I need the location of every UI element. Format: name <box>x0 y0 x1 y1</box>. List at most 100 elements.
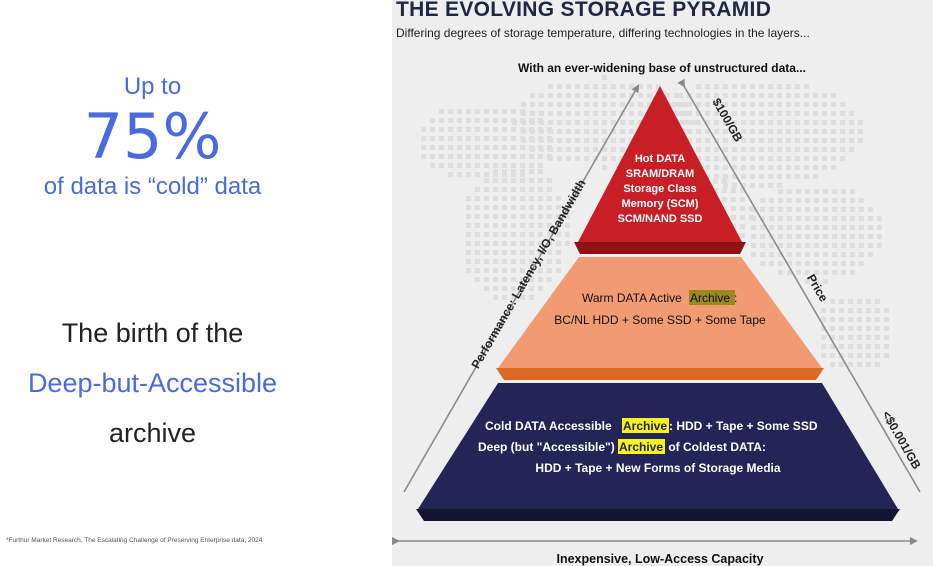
map-dot <box>732 156 737 161</box>
map-dot <box>448 172 453 177</box>
map-dot <box>620 129 625 134</box>
map-dot <box>511 232 516 237</box>
stat-suffix: of data is “cold” data <box>43 173 262 200</box>
map-dot <box>723 183 728 188</box>
map-dot <box>714 93 719 98</box>
map-dot <box>602 147 607 152</box>
map-dot <box>475 196 480 201</box>
map-dot <box>529 223 534 228</box>
map-dot <box>813 102 818 107</box>
map-dot <box>696 93 701 98</box>
map-dot <box>866 308 871 313</box>
map-dot <box>575 147 580 152</box>
map-dot <box>620 93 625 98</box>
map-dot <box>796 216 801 221</box>
map-dot <box>602 75 607 80</box>
map-dot <box>638 120 643 125</box>
map-dot <box>448 154 453 159</box>
map-dot <box>822 93 827 98</box>
map-dot <box>723 93 728 98</box>
map-dot <box>687 102 692 107</box>
map-dot <box>538 232 543 237</box>
map-dot <box>547 187 552 192</box>
map-dot <box>839 344 844 349</box>
birth-statement: The birth of the Deep-but-Accessible arc… <box>0 308 305 458</box>
map-dot <box>804 111 809 116</box>
map-dot <box>814 216 819 221</box>
map-dot <box>669 102 674 107</box>
map-dot <box>502 172 507 177</box>
map-dot <box>466 232 471 237</box>
map-dot <box>430 118 435 123</box>
map-dot <box>841 207 846 212</box>
map-dot <box>760 225 765 230</box>
map-dot <box>777 138 782 143</box>
map-dot <box>493 241 498 246</box>
map-dot <box>538 223 543 228</box>
map-dot <box>556 214 561 219</box>
map-dot <box>740 215 745 220</box>
map-dot <box>439 154 444 159</box>
map-dot <box>696 120 701 125</box>
map-dot <box>741 156 746 161</box>
map-dot <box>741 120 746 125</box>
map-dot <box>530 129 535 134</box>
map-dot <box>778 270 783 275</box>
map-dot <box>831 156 836 161</box>
map-dot <box>529 169 534 174</box>
map-dot <box>823 270 828 275</box>
map-dot <box>565 223 570 228</box>
map-dot <box>849 129 854 134</box>
map-dot <box>696 138 701 143</box>
map-dot <box>866 344 871 349</box>
map-dot <box>822 102 827 107</box>
map-dot <box>466 118 471 123</box>
map-dot <box>857 362 862 367</box>
map-dot <box>620 84 625 89</box>
map-dot <box>520 295 525 300</box>
map-dot <box>750 111 755 116</box>
map-dot <box>832 225 837 230</box>
map-dot <box>705 102 710 107</box>
map-dot <box>805 261 810 266</box>
map-dot <box>584 156 589 161</box>
stat-prefix: Up to <box>123 73 182 100</box>
map-dot <box>822 156 827 161</box>
birth-line-2: Deep-but-Accessible <box>27 368 278 398</box>
map-dot <box>796 243 801 248</box>
map-dot <box>723 120 728 125</box>
map-dot <box>857 353 862 358</box>
map-dot <box>814 234 819 239</box>
map-dot <box>875 353 880 358</box>
map-dot <box>787 216 792 221</box>
tier-hot-line-5: SCM/NAND SSD <box>618 213 703 225</box>
map-dot <box>832 189 837 194</box>
map-dot <box>593 120 598 125</box>
map-dot <box>696 129 701 134</box>
map-dot <box>866 317 871 322</box>
map-dot <box>823 216 828 221</box>
map-dot <box>521 120 526 125</box>
map-dot <box>796 234 801 239</box>
map-dot <box>769 261 774 266</box>
map-dot <box>448 118 453 123</box>
map-dot <box>466 172 471 177</box>
map-dot <box>714 102 719 107</box>
map-dot <box>466 196 471 201</box>
map-dot <box>696 102 701 107</box>
map-dot <box>593 129 598 134</box>
map-dot <box>839 317 844 322</box>
map-dot <box>475 268 480 273</box>
map-dot <box>831 129 836 134</box>
map-dot <box>575 111 580 116</box>
map-dot <box>713 179 718 184</box>
map-dot <box>840 147 845 152</box>
map-dot <box>566 120 571 125</box>
map-dot <box>741 165 746 170</box>
map-dot <box>584 129 589 134</box>
map-dot <box>777 165 782 170</box>
map-dot <box>857 317 862 322</box>
map-dot <box>602 102 607 107</box>
map-dot <box>840 111 845 116</box>
map-dot <box>575 102 580 107</box>
